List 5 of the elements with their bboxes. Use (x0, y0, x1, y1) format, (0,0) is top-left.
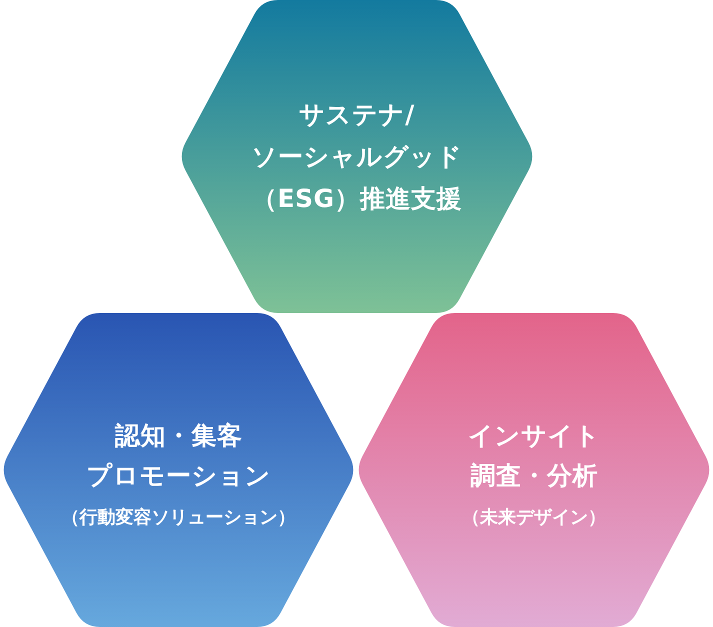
hexagon-title: 認知・集客プロモーション (86, 420, 271, 492)
hexagon-subtitle: （未来デザイン） (462, 506, 606, 530)
hexagon-title: インサイト調査・分析 (468, 420, 600, 492)
hexagon-subtitle: （行動変容ソリューション） (62, 506, 296, 530)
hexagon-title: サステナ/ソーシャルグッド（ESG）推進支援 (252, 98, 462, 214)
